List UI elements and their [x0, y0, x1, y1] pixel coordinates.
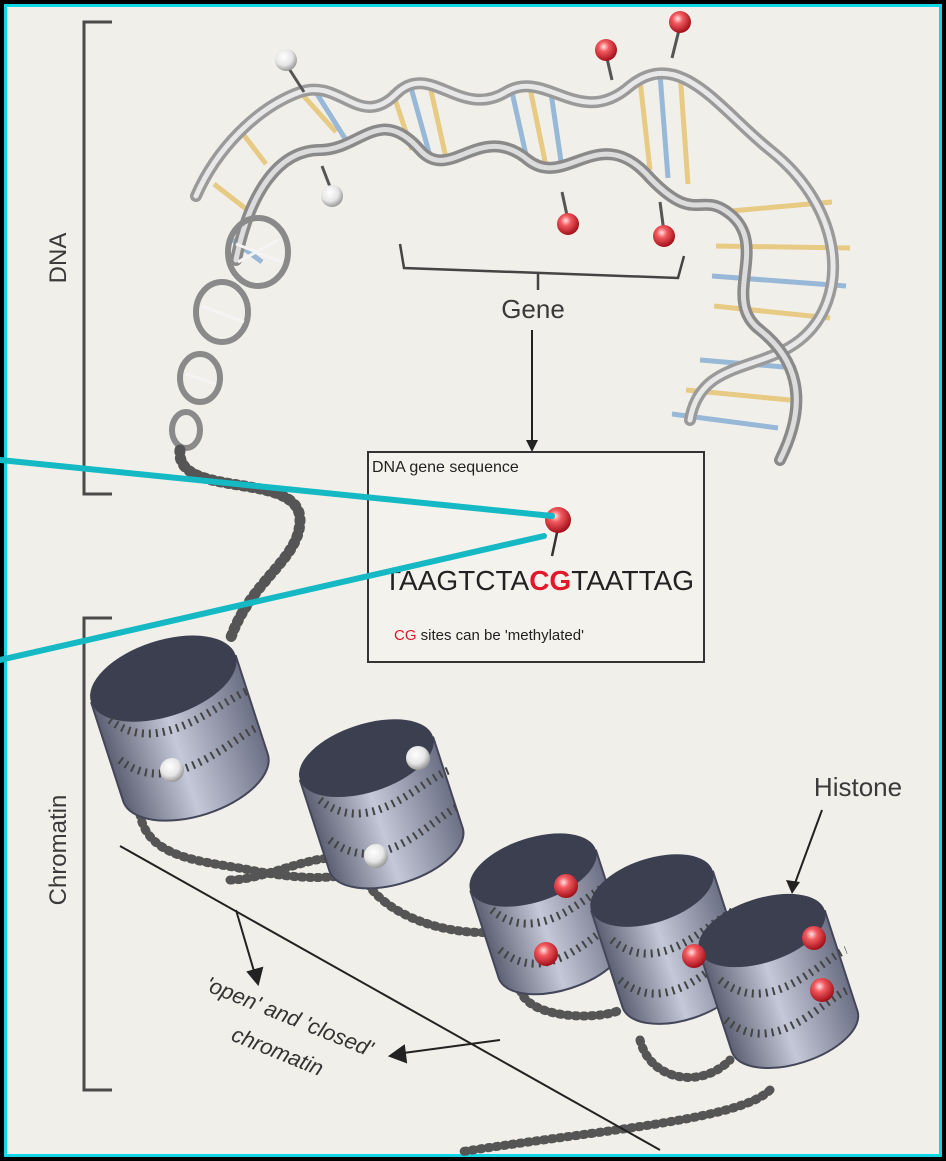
histone-label: Histone [814, 772, 902, 802]
unmethylated-bead [406, 746, 430, 770]
methyl-bead [545, 507, 571, 533]
methyl-bead [682, 944, 706, 968]
dna-bracket [84, 22, 112, 494]
methylation-note: CG sites can be 'methylated' [394, 627, 584, 644]
dna-double-helix [172, 72, 850, 460]
unmethylated-bead [321, 185, 343, 207]
gene-arrow [526, 330, 538, 452]
cg-site: CG [529, 565, 571, 596]
chromatin-label: Chromatin [45, 795, 72, 906]
methyl-bead [557, 213, 579, 235]
gene-sequence: TAAGTCTACGTAATTAG [384, 565, 694, 596]
methyl-bead [802, 926, 826, 950]
dna-label: DNA [45, 233, 72, 284]
methyl-bead [534, 942, 558, 966]
unmethylated-bead [364, 844, 388, 868]
unmethylated-bead [160, 758, 184, 782]
methyl-bead [595, 39, 617, 61]
gene-label: Gene [501, 294, 565, 324]
nucleosome-1 [79, 619, 279, 837]
methyl-bead [810, 978, 834, 1002]
unmethylated-bead [275, 49, 297, 71]
gene-sequence-box: DNA gene sequence TAAGTCTACGTAATTAG CG s… [368, 452, 704, 662]
gene-sequence-title: DNA gene sequence [372, 459, 519, 476]
gene-bracket [400, 244, 684, 290]
methyl-bead [669, 11, 691, 33]
histone-arrow [786, 810, 822, 894]
methyl-bead [653, 225, 675, 247]
methyl-bead [554, 874, 578, 898]
